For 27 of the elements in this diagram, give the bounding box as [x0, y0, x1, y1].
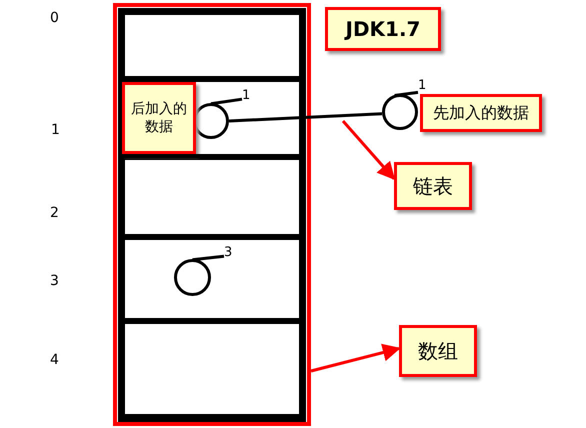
leader-line [192, 254, 224, 262]
leader-line [210, 98, 242, 106]
callout-label: 链表 [394, 162, 472, 210]
arrow [342, 120, 396, 180]
callout-label: 后加入的数据 [122, 82, 196, 154]
callout-label: 先加入的数据 [420, 94, 542, 132]
array-box [113, 3, 311, 426]
node-number: 1 [242, 88, 252, 104]
leader-line [394, 90, 418, 97]
array-slot [118, 318, 306, 422]
array-slot [118, 154, 306, 240]
index-number: 2 [50, 205, 59, 221]
node-number: 1 [418, 78, 428, 94]
array-slot [118, 234, 306, 324]
node-circle [174, 259, 211, 296]
callout-label: 数组 [399, 325, 477, 377]
index-number: 3 [50, 273, 59, 289]
index-number: 1 [51, 122, 60, 138]
callout-label: JDK1.7 [325, 7, 441, 51]
index-number: 4 [50, 352, 59, 368]
node-number: 3 [224, 245, 234, 261]
node-circle [193, 103, 229, 139]
array-slot [118, 76, 306, 160]
arrow [310, 344, 401, 372]
index-number: 0 [50, 10, 59, 26]
node-circle [382, 94, 418, 130]
link-line [228, 112, 382, 122]
